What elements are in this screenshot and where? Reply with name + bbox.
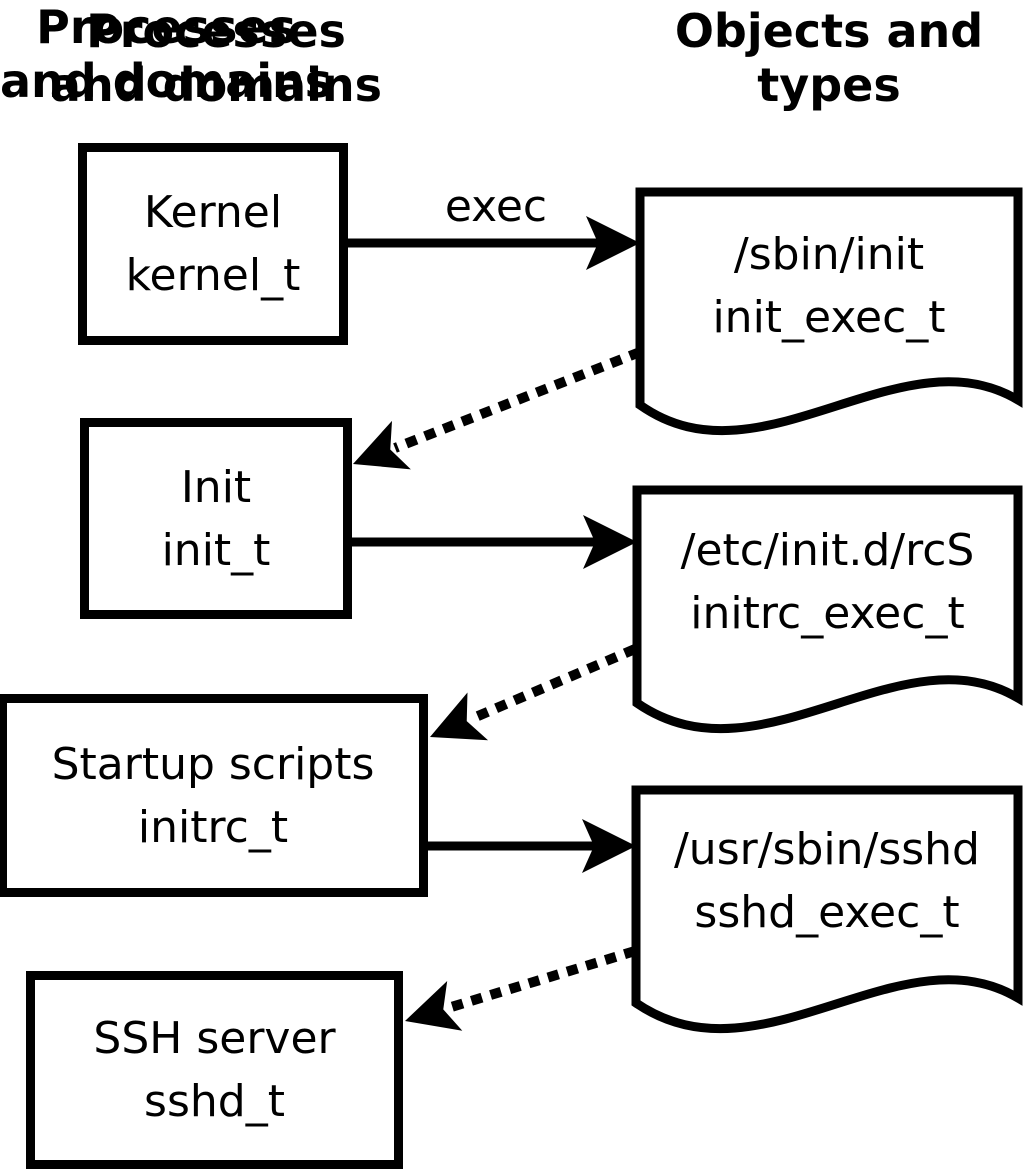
dotted-arrow-rcS-to-initrc <box>430 644 637 741</box>
process-name: Kernel <box>143 187 283 238</box>
process-box-ssh-server: SSH server sshd_t <box>26 971 403 1169</box>
process-name: Startup scripts <box>51 738 375 790</box>
exec-edge-label: exec <box>444 181 548 232</box>
process-domain: sshd_t <box>144 1076 285 1127</box>
dotted-arrow-sshd-to-sshd-t <box>405 946 637 1031</box>
process-box-startup-scripts: Startup scripts initrc_t <box>0 694 428 897</box>
dotted-arrow-sbin-init-to-init <box>353 347 642 470</box>
process-domain: kernel_t <box>125 250 301 301</box>
solid-arrow-init-to-rcS <box>352 515 637 569</box>
column-header-processes: Processes and domains <box>0 0 333 108</box>
column-header-processes: Processes and domains <box>49 4 383 112</box>
object-type: init_exec_t <box>712 292 946 343</box>
object-doc-sbin-init: /sbin/init init_exec_t <box>640 196 1018 376</box>
column-header-objects: Objects and types <box>674 4 984 112</box>
process-name: Init <box>180 461 252 513</box>
solid-arrow-initrc-to-sshd <box>428 819 636 873</box>
process-domain: initrc_t <box>137 801 289 853</box>
object-doc-usr-sbin-sshd: /usr/sbin/sshd sshd_exec_t <box>636 792 1018 970</box>
object-type: initrc_exec_t <box>690 588 965 639</box>
process-name: SSH server <box>93 1013 336 1064</box>
process-box-kernel: Kernel kernel_t <box>78 143 348 345</box>
object-doc-etc-initd-rcS: /etc/init.d/rcS initrc_exec_t <box>637 492 1018 672</box>
object-path: /sbin/init <box>733 229 925 280</box>
object-path: /etc/init.d/rcS <box>680 525 975 576</box>
object-type: sshd_exec_t <box>694 887 960 938</box>
process-box-init: Init init_t <box>80 418 352 619</box>
process-domain: init_t <box>161 524 271 576</box>
object-path: /usr/sbin/sshd <box>673 824 980 875</box>
